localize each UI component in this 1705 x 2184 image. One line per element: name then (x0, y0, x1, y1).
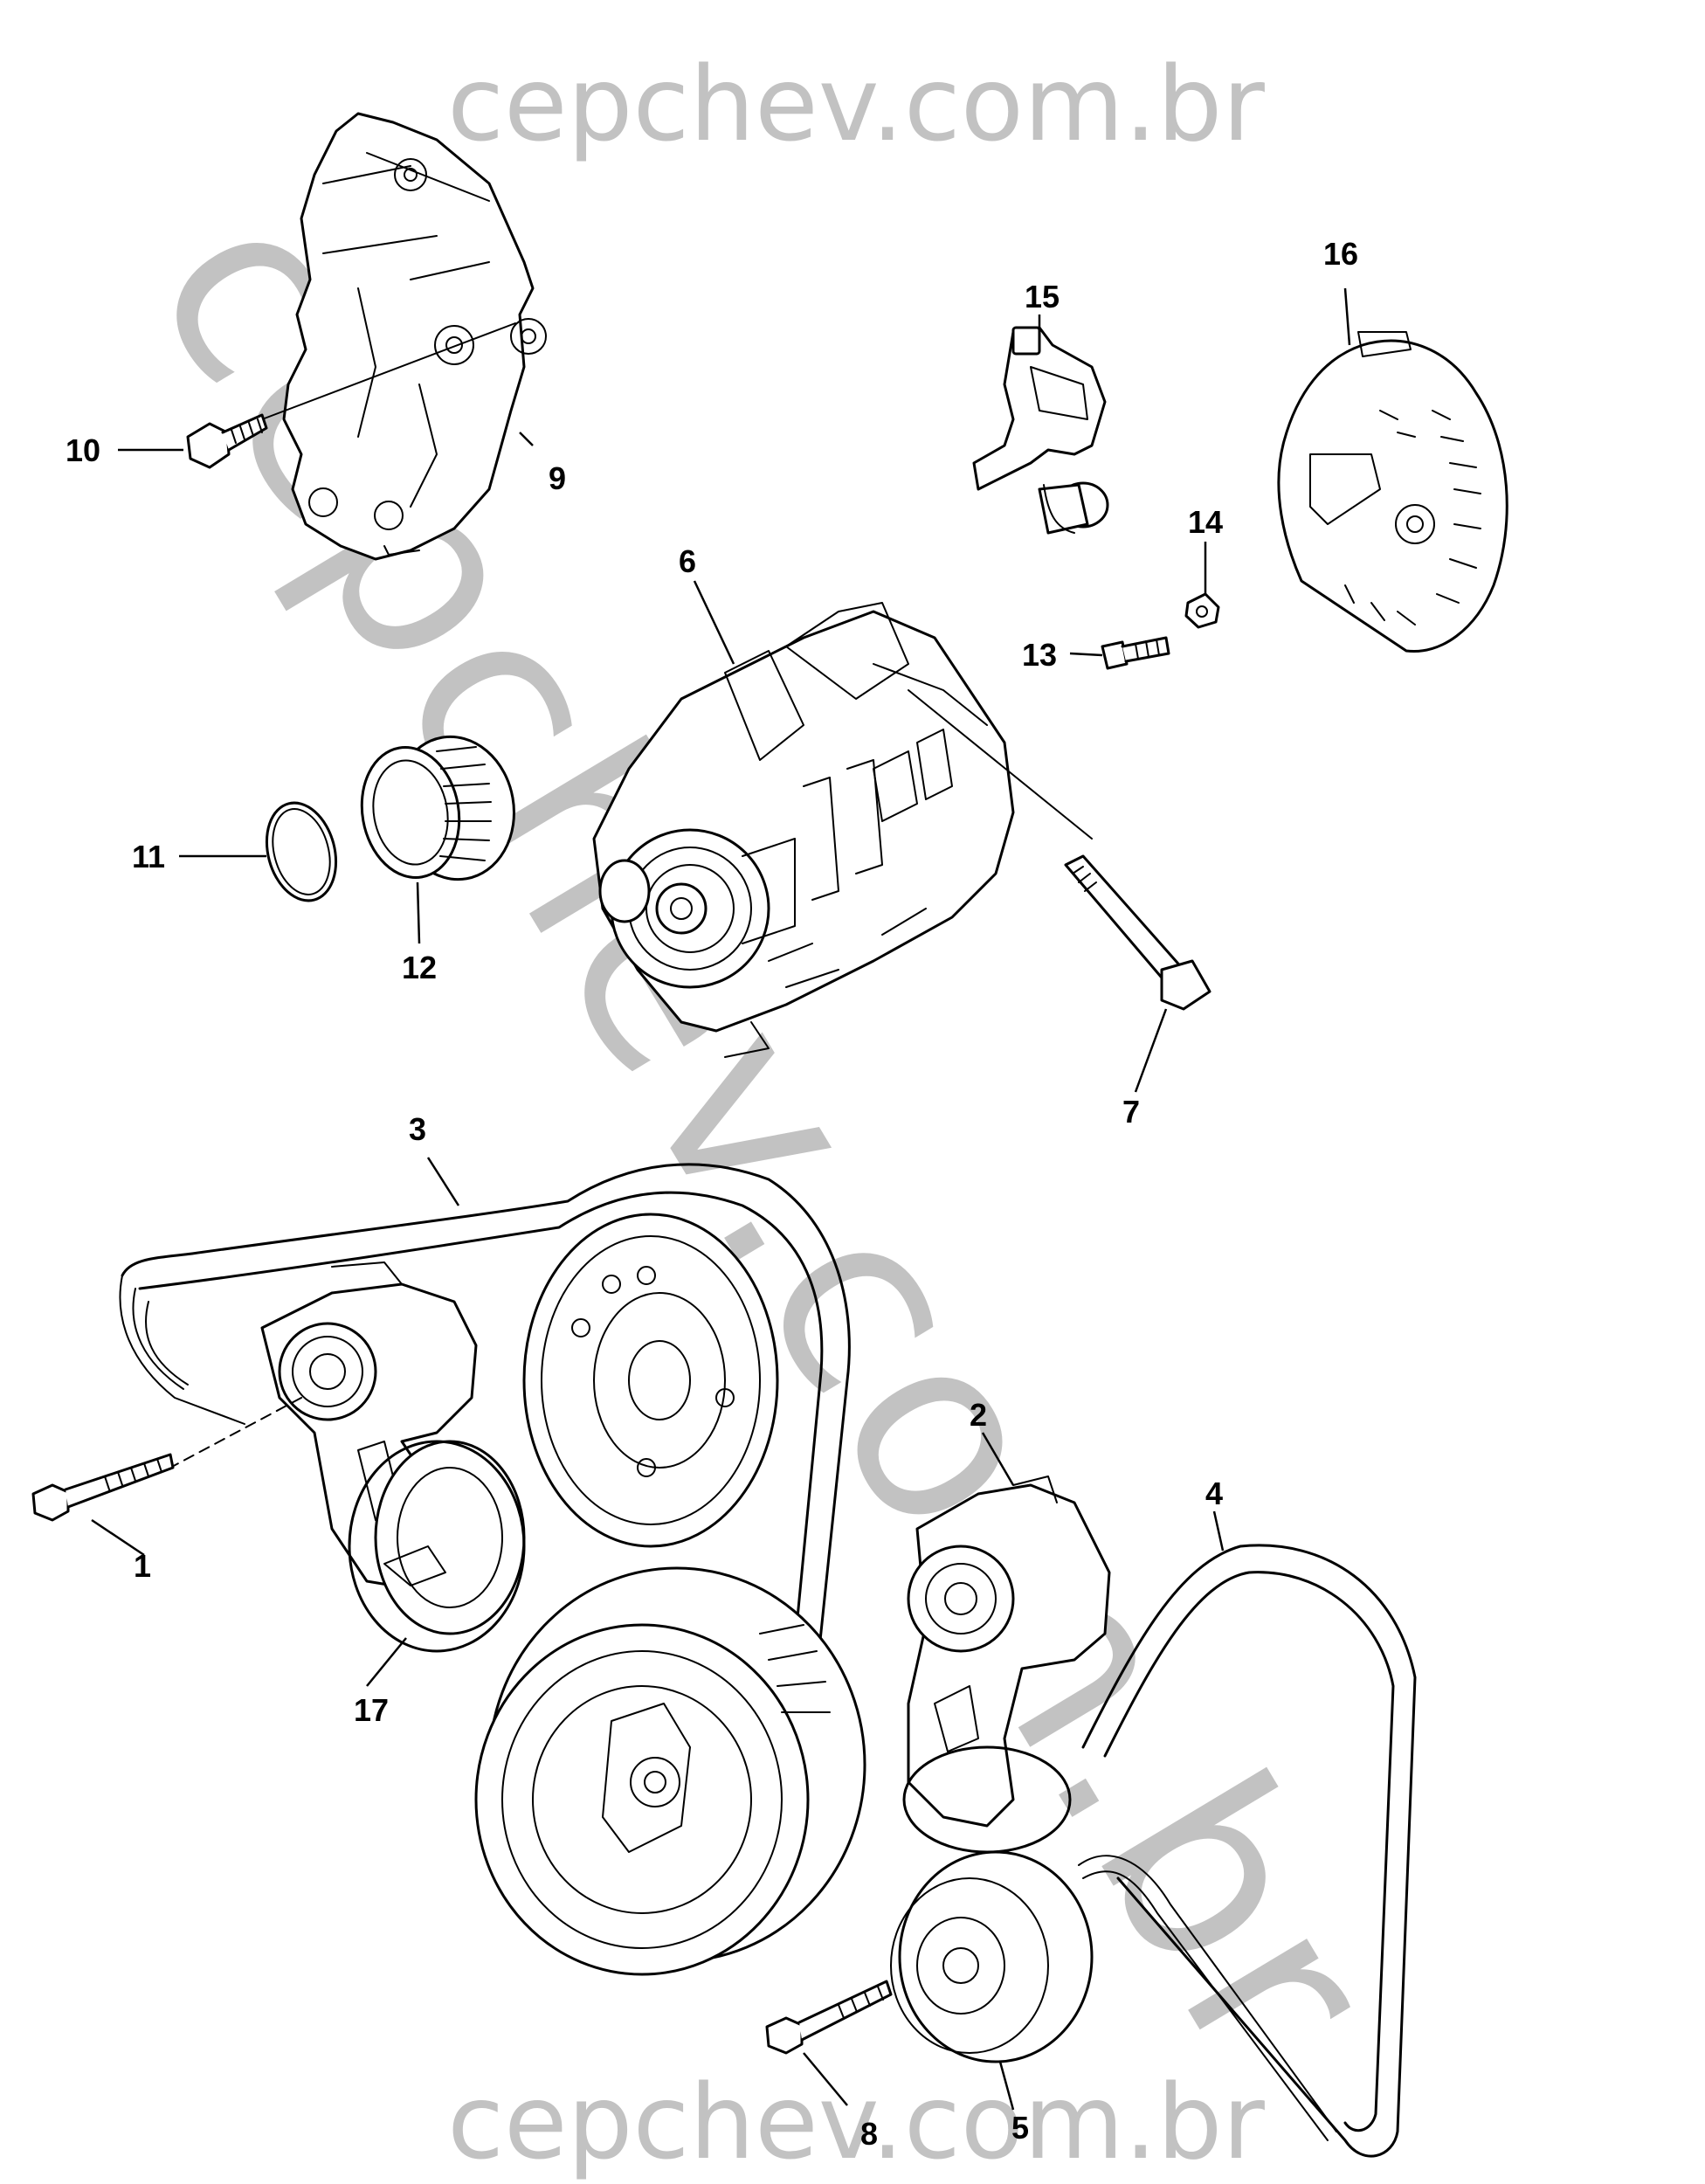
callout-13: 13 (1022, 637, 1057, 673)
tensioner-part-1-assembly (169, 1261, 526, 1635)
bolt-part-8 (765, 1980, 893, 2055)
callout-12: 12 (402, 950, 437, 985)
callout-2: 2 (970, 1397, 987, 1433)
belt-part-4 (1078, 1544, 1417, 2158)
callout-5: 5 (1011, 2110, 1029, 2146)
callout-9: 9 (549, 460, 566, 496)
callout-8: 8 (860, 2116, 878, 2152)
screw-part-13 (1101, 636, 1170, 670)
callout-15: 15 (1025, 279, 1060, 314)
bolt-part-1 (31, 1453, 175, 1522)
callout-16: 16 (1323, 236, 1358, 272)
callout-3: 3 (409, 1111, 426, 1147)
callout-6: 6 (679, 543, 696, 579)
bracket-part-9 (261, 112, 547, 561)
idler-part-17 (348, 1440, 526, 1653)
belt-part-3 (119, 1163, 851, 1828)
callout-10: 10 (66, 432, 100, 468)
callout-7: 7 (1122, 1094, 1140, 1130)
long-bolt-part-7 (1064, 854, 1211, 1011)
callout-1: 1 (134, 1548, 151, 1584)
crankshaft-pulley (474, 1566, 866, 1976)
callout-14: 14 (1188, 504, 1223, 540)
watermark-top: cepchev.com.br (447, 44, 1265, 164)
callout-11: 11 (132, 839, 165, 874)
o-ring-part-11 (265, 801, 338, 902)
leader-lines (91, 287, 1351, 2111)
callout-17: 17 (354, 1692, 389, 1728)
idler-part-5 (890, 1850, 1094, 2063)
watermark-bottom: cepchev.com.br (447, 2062, 1265, 2182)
rear-cover-part-16 (1277, 331, 1508, 653)
alternator-part-6 (592, 602, 1093, 1058)
callout-4: 4 (1205, 1476, 1223, 1511)
large-pulley (522, 1213, 779, 1548)
regulator-part-15 (972, 326, 1109, 535)
pulley-part-12 (360, 735, 515, 881)
bolt-part-10 (186, 413, 268, 469)
